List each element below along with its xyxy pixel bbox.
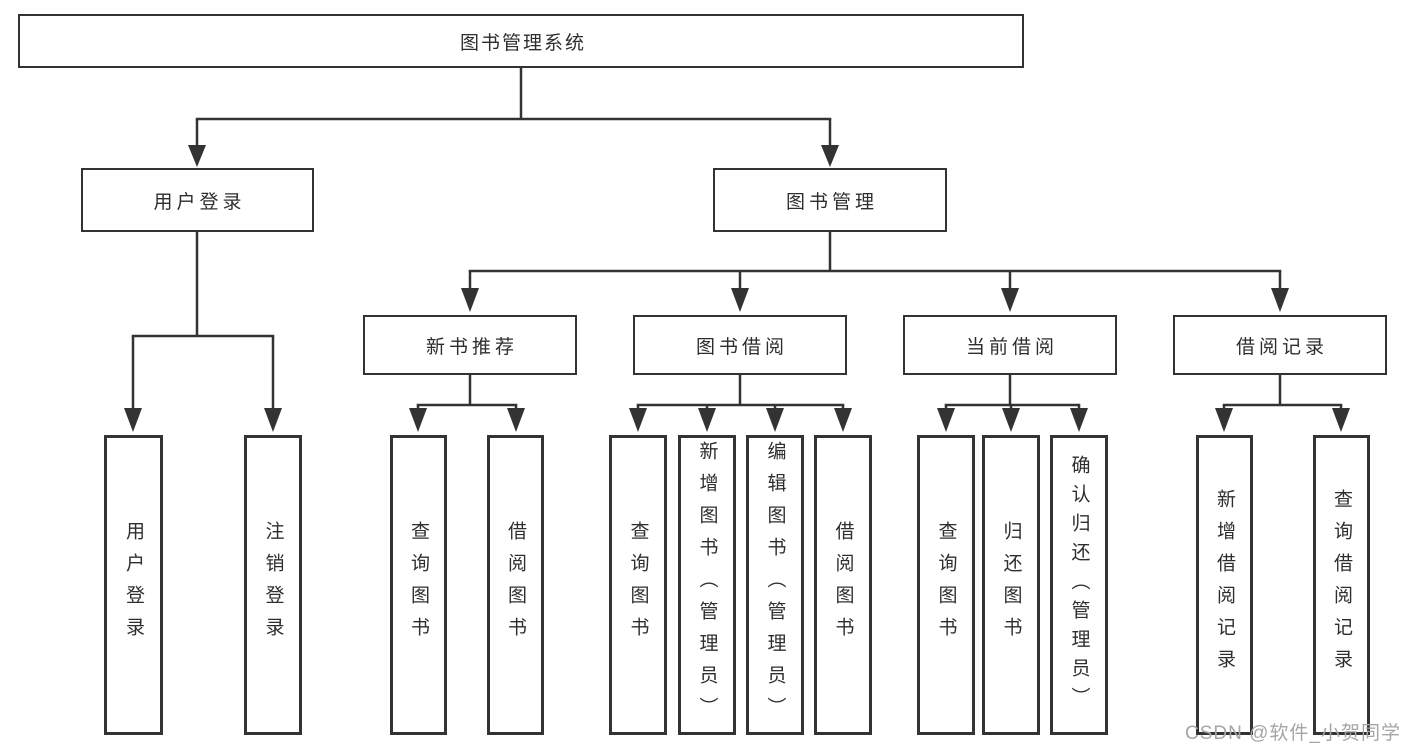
- leaf-logout: 注销登录: [244, 435, 302, 735]
- node-label: 查询图书: [408, 521, 429, 649]
- node-new-book-recommendation: 新书推荐: [363, 315, 577, 375]
- node-label: 查询图书: [627, 521, 649, 649]
- leaf-query-borrow-record: 查询借阅记录: [1313, 435, 1370, 735]
- node-label: 查询图书: [935, 521, 957, 649]
- leaf-confirm-return-admin: 确认归还（管理员）: [1050, 435, 1108, 735]
- leaf-add-borrow-record: 新增借阅记录: [1196, 435, 1253, 735]
- node-label: 用户登录: [153, 191, 246, 213]
- connector-current-borrowing-split: [937, 373, 1088, 432]
- node-book-borrowing: 图书借阅: [633, 315, 847, 375]
- csdn-watermark: CSDN @软件_小贺同学: [1185, 723, 1401, 744]
- connector-root-split: [188, 66, 839, 167]
- node-label: 新书推荐: [425, 336, 518, 358]
- leaf-query-books-borrowing: 查询图书: [609, 435, 667, 735]
- node-label: 借阅记录: [1235, 336, 1328, 358]
- node-label: 用户登录: [123, 521, 144, 649]
- connector-new-book-split: [409, 373, 525, 432]
- leaf-query-books-current: 查询图书: [917, 435, 975, 735]
- node-label: 新增图书（管理员）: [696, 441, 718, 729]
- node-label: 新增借阅记录: [1214, 489, 1235, 681]
- node-book-management: 图书管理: [713, 168, 947, 232]
- node-borrowing-records: 借阅记录: [1173, 315, 1387, 375]
- node-current-borrowing: 当前借阅: [903, 315, 1117, 375]
- node-label: 借阅图书: [832, 521, 854, 649]
- node-library-management-system: 图书管理系统: [18, 14, 1024, 68]
- leaf-edit-book-admin: 编辑图书（管理员）: [746, 435, 804, 735]
- node-label: 图书借阅: [695, 336, 788, 358]
- connector-book-management-split: [461, 230, 1289, 312]
- connector-book-borrowing-split: [629, 373, 852, 432]
- connector-borrowing-records-split: [1215, 373, 1350, 432]
- node-label: 确认归还（管理员）: [1068, 454, 1090, 716]
- node-label: 注销登录: [262, 521, 284, 649]
- node-label: 编辑图书（管理员）: [764, 441, 786, 729]
- leaf-borrow-books-recommend: 借阅图书: [487, 435, 544, 735]
- connector-user-login-split: [124, 230, 282, 432]
- node-label: 查询借阅记录: [1331, 489, 1352, 681]
- node-label: 当前借阅: [965, 336, 1058, 358]
- leaf-return-book: 归还图书: [982, 435, 1040, 735]
- leaf-query-books-recommend: 查询图书: [390, 435, 447, 735]
- node-label: 图书管理系统: [459, 32, 586, 54]
- leaf-add-book-admin: 新增图书（管理员）: [678, 435, 736, 735]
- leaf-borrow-books: 借阅图书: [814, 435, 872, 735]
- node-label: 归还图书: [1000, 521, 1022, 649]
- node-label: 图书管理: [785, 191, 878, 213]
- node-user-login: 用户登录: [81, 168, 314, 232]
- node-label: 借阅图书: [505, 521, 526, 649]
- leaf-user-login: 用户登录: [104, 435, 163, 735]
